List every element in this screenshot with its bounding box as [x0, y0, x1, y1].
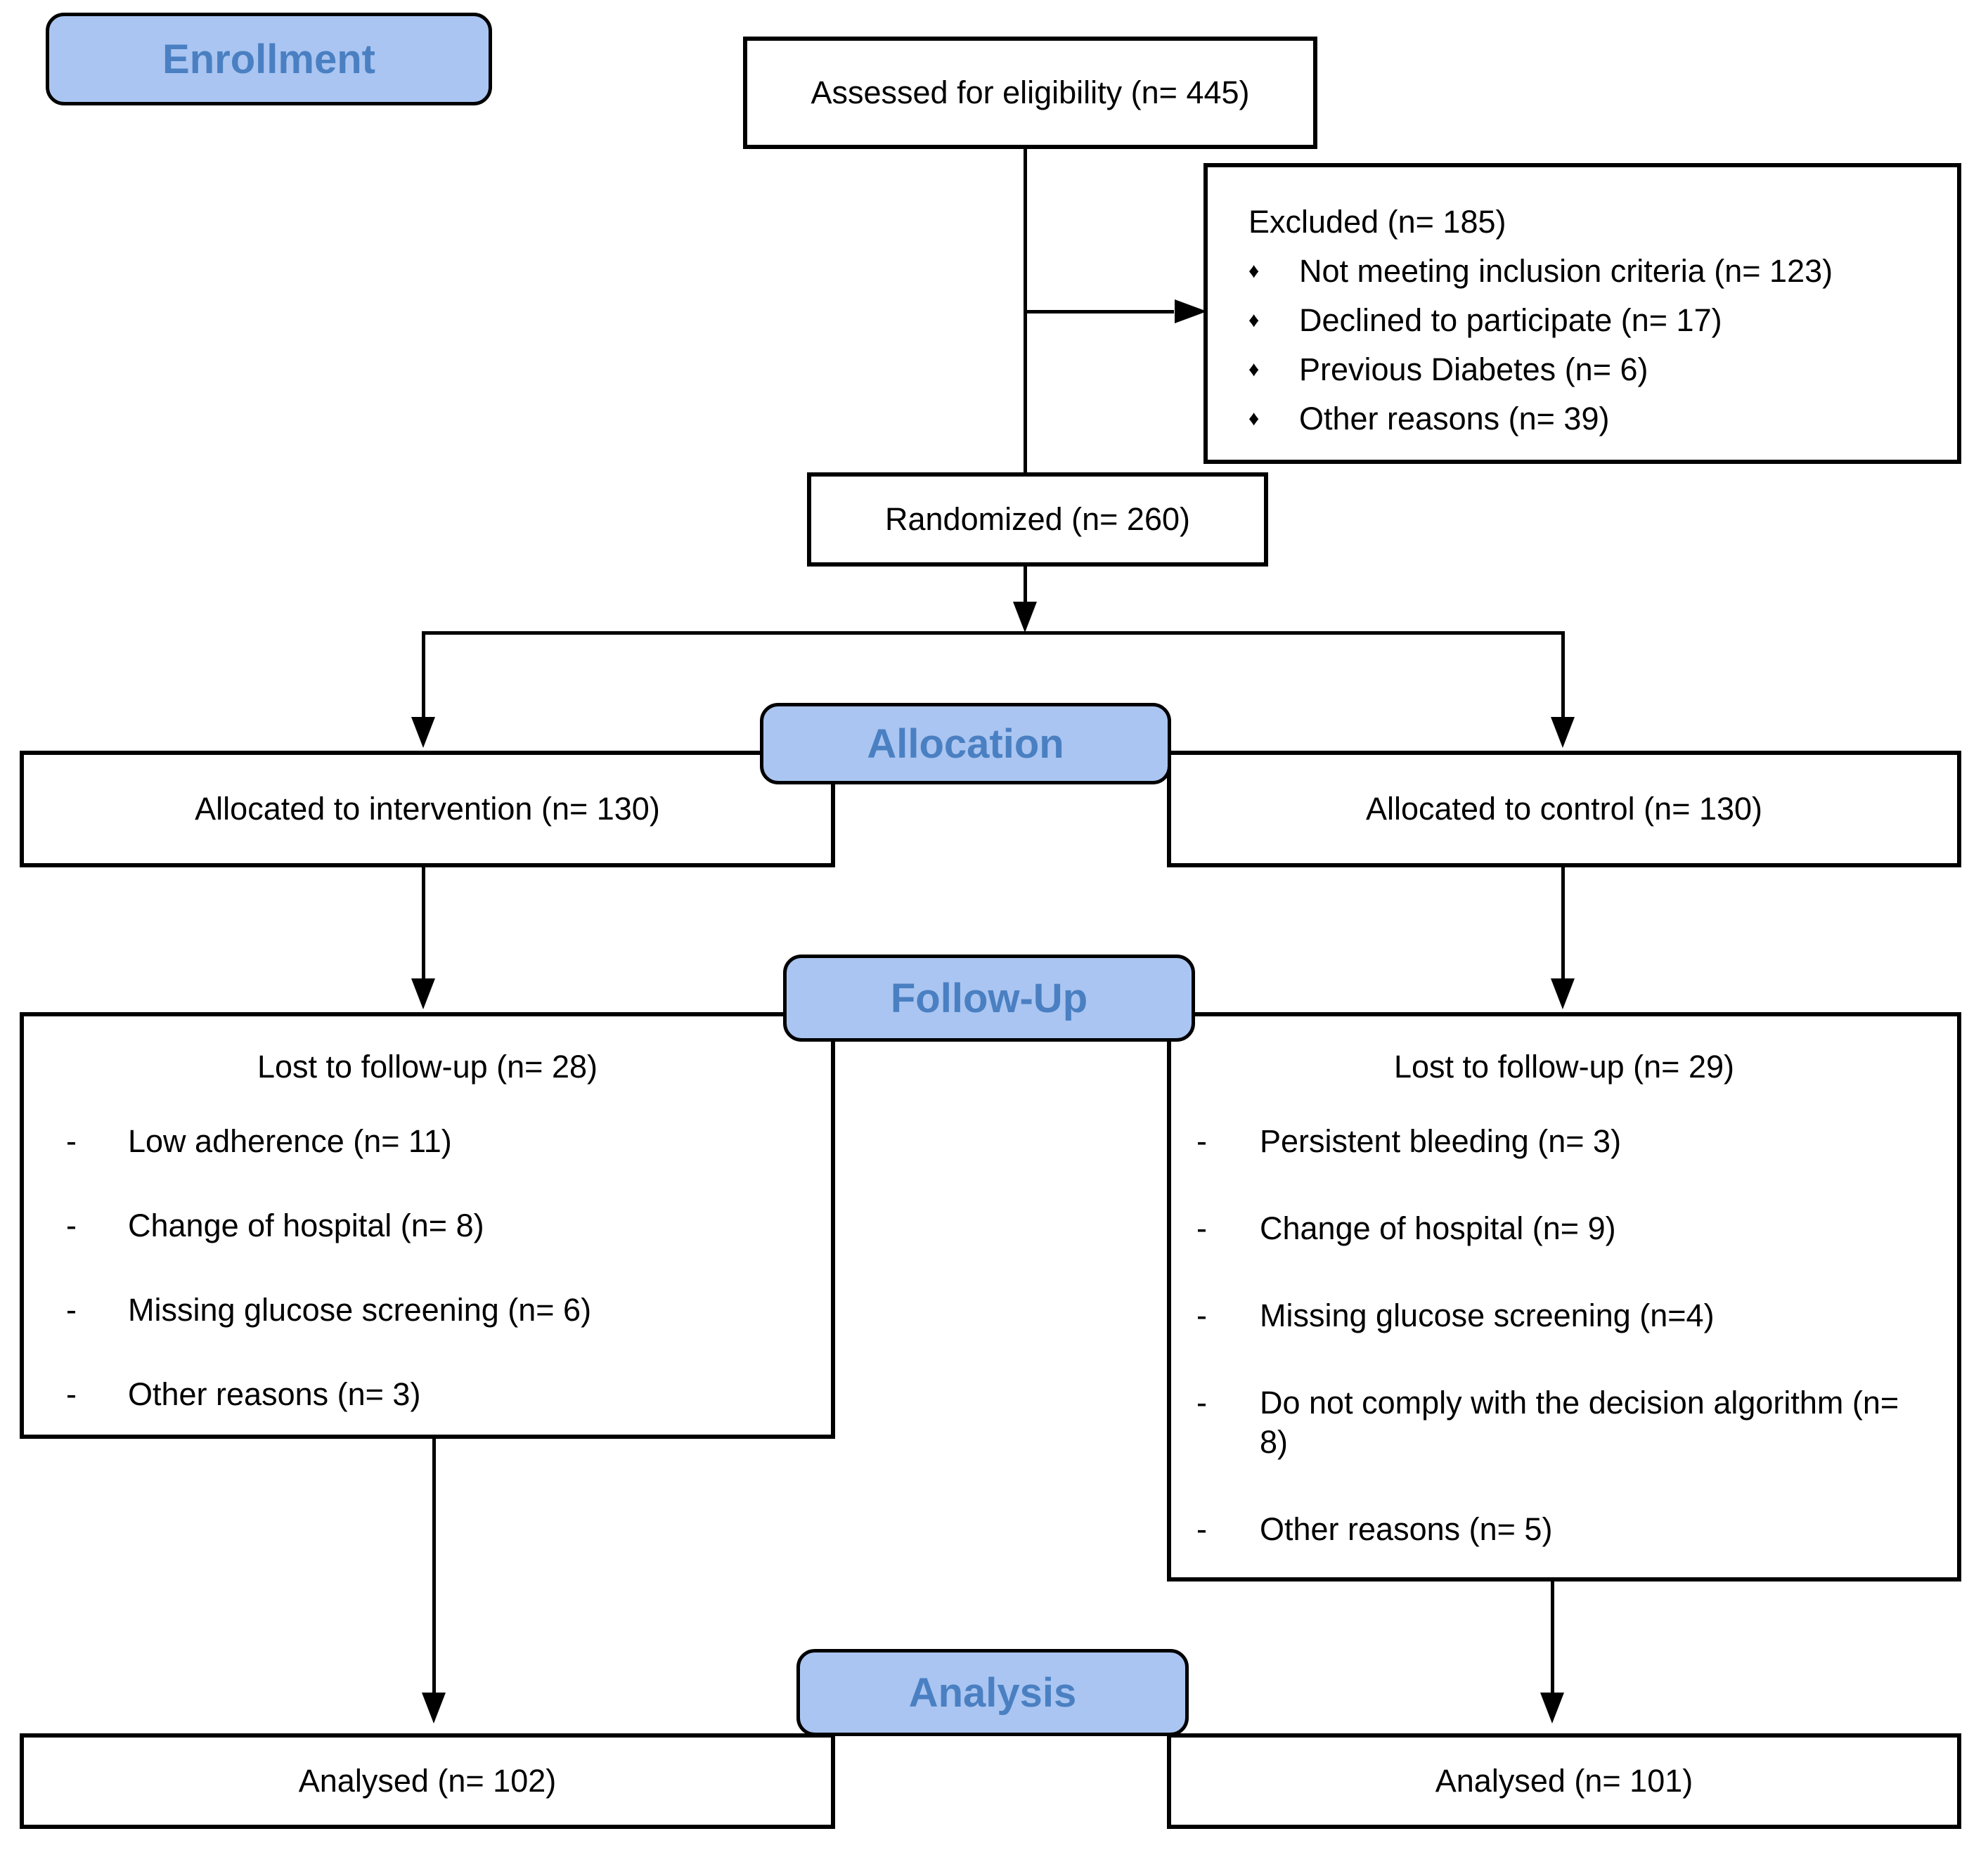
lost-reason-text: Change of hospital (n= 8) — [128, 1208, 484, 1243]
dash-bullet-icon: - — [1196, 1385, 1207, 1421]
dash-bullet-icon: - — [66, 1208, 77, 1243]
arrowhead-analysed-intervention — [422, 1693, 446, 1723]
analysed-control-label: Analysed (n= 101) — [1435, 1763, 1693, 1799]
analysis-stage-badge: Analysis — [796, 1649, 1189, 1736]
assessed-for-eligibility-box: Assessed for eligibility (n= 445) — [743, 37, 1317, 149]
diamond-bullet-icon: ♦ — [1248, 309, 1260, 332]
allocated-control-box: Allocated to control (n= 130) — [1167, 751, 1961, 867]
allocated-intervention-box: Allocated to intervention (n= 130) — [20, 751, 835, 867]
dash-bullet-icon: - — [1196, 1298, 1207, 1333]
diamond-bullet-icon: ♦ — [1248, 259, 1260, 283]
connector-lost-to-analysed-control — [1551, 1580, 1554, 1694]
lost-reason-text: Missing glucose screening (n=4) — [1260, 1298, 1715, 1333]
dash-bullet-icon: - — [1196, 1210, 1207, 1246]
excluded-reason-item: ♦ Declined to participate (n= 17) — [1248, 301, 1936, 340]
dash-bullet-icon: - — [66, 1292, 77, 1328]
lost-to-followup-control-box: Lost to follow-up (n= 29) - Persistent b… — [1167, 1012, 1961, 1581]
lost-reason-text: Change of hospital (n= 9) — [1260, 1210, 1616, 1246]
lost-intervention-reason-list: - Low adherence (n= 11) - Change of hosp… — [24, 1122, 831, 1414]
lost-reason-item: - Missing glucose screening (n=4) — [1196, 1296, 1929, 1335]
lost-reason-text: Other reasons (n= 5) — [1260, 1511, 1553, 1547]
lost-reason-item: - Do not comply with the decision algori… — [1196, 1383, 1929, 1462]
arrowhead-analysed-control — [1540, 1693, 1564, 1723]
lost-reason-item: - Change of hospital (n= 8) — [66, 1206, 831, 1246]
excluded-reason-item: ♦ Other reasons (n= 39) — [1248, 399, 1936, 439]
analysed-intervention-box: Analysed (n= 102) — [20, 1733, 835, 1829]
lost-reason-item: - Change of hospital (n= 9) — [1196, 1209, 1929, 1248]
arrowhead-intervention-lost — [411, 978, 435, 1009]
analysed-control-box: Analysed (n= 101) — [1167, 1733, 1961, 1829]
diamond-bullet-icon: ♦ — [1248, 358, 1260, 381]
assessed-label: Assessed for eligibility (n= 445) — [811, 75, 1250, 110]
connector-split-to-control — [1561, 631, 1565, 718]
dash-bullet-icon: - — [1196, 1123, 1207, 1159]
follow-up-stage-badge: Follow-Up — [783, 955, 1195, 1042]
dash-bullet-icon: - — [1196, 1511, 1207, 1547]
randomized-label: Randomized (n= 260) — [884, 501, 1190, 537]
arrowhead-to-intervention — [411, 717, 435, 748]
lost-reason-item: - Other reasons (n= 3) — [66, 1375, 831, 1414]
excluded-reason-item: ♦ Previous Diabetes (n= 6) — [1248, 350, 1936, 389]
connector-randomized-to-split — [1024, 567, 1027, 604]
diamond-bullet-icon: ♦ — [1248, 407, 1260, 430]
excluded-reason-text: Declined to participate (n= 17) — [1299, 302, 1722, 338]
lost-reason-text: Persistent bleeding (n= 3) — [1260, 1123, 1622, 1159]
connector-lost-to-analysed-intervention — [432, 1437, 436, 1694]
lost-intervention-title: Lost to follow-up (n= 28) — [257, 1049, 598, 1085]
arrowhead-control-lost — [1551, 978, 1575, 1009]
enrollment-stage-badge: Enrollment — [46, 13, 492, 105]
connector-branch-to-excluded — [1025, 310, 1174, 313]
allocation-stage-badge: Allocation — [760, 703, 1171, 784]
excluded-reason-text: Previous Diabetes (n= 6) — [1299, 351, 1648, 387]
lost-reason-item: - Persistent bleeding (n= 3) — [1196, 1122, 1929, 1161]
connector-intervention-to-lost — [422, 867, 425, 980]
excluded-reason-item: ♦ Not meeting inclusion criteria (n= 123… — [1248, 252, 1936, 291]
arrowhead-to-control — [1551, 717, 1575, 748]
connector-split-horizontal — [422, 631, 1565, 635]
lost-control-title: Lost to follow-up (n= 29) — [1393, 1049, 1734, 1085]
dash-bullet-icon: - — [66, 1376, 77, 1412]
excluded-reason-text: Other reasons (n= 39) — [1299, 401, 1610, 436]
lost-reason-text: Do not comply with the decision algorith… — [1260, 1385, 1899, 1460]
allocated-intervention-label: Allocated to intervention (n= 130) — [195, 791, 660, 827]
connector-control-to-lost — [1561, 867, 1565, 980]
excluded-reason-list: ♦ Not meeting inclusion criteria (n= 123… — [1248, 252, 1936, 439]
allocated-control-label: Allocated to control (n= 130) — [1365, 791, 1763, 827]
lost-reason-item: - Low adherence (n= 11) — [66, 1122, 831, 1161]
analysed-intervention-label: Analysed (n= 102) — [298, 1763, 557, 1799]
lost-to-followup-intervention-box: Lost to follow-up (n= 28) - Low adherenc… — [20, 1012, 835, 1439]
excluded-reason-text: Not meeting inclusion criteria (n= 123) — [1299, 253, 1833, 289]
arrowhead-randomized-split — [1013, 602, 1037, 633]
lost-control-reason-list: - Persistent bleeding (n= 3) - Change of… — [1171, 1122, 1957, 1549]
excluded-box: Excluded (n= 185) ♦ Not meeting inclusio… — [1203, 163, 1961, 464]
lost-reason-text: Missing glucose screening (n= 6) — [128, 1292, 592, 1328]
lost-reason-text: Other reasons (n= 3) — [128, 1376, 421, 1412]
excluded-title: Excluded (n= 185) — [1248, 204, 1506, 240]
lost-reason-item: - Other reasons (n= 5) — [1196, 1510, 1929, 1549]
lost-reason-text: Low adherence (n= 11) — [128, 1123, 452, 1159]
arrowhead-to-excluded — [1175, 299, 1207, 323]
randomized-box: Randomized (n= 260) — [807, 472, 1268, 567]
connector-split-to-intervention — [422, 631, 425, 718]
dash-bullet-icon: - — [66, 1123, 77, 1159]
lost-reason-item: - Missing glucose screening (n= 6) — [66, 1291, 831, 1330]
